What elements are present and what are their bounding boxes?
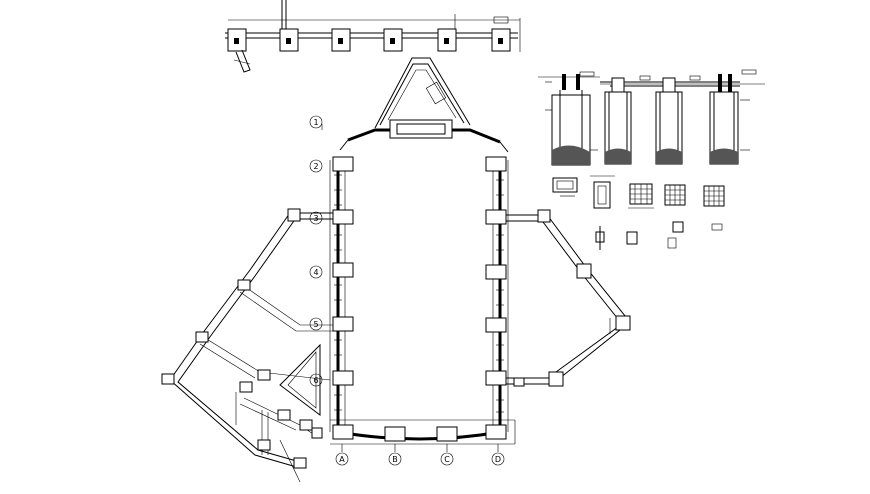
axis-label-1: 1	[313, 118, 318, 127]
left-wing-plan	[161, 208, 333, 483]
axis-label-b: B	[392, 455, 398, 464]
axis-label-4: 4	[313, 268, 318, 277]
main-hall-plan	[329, 57, 516, 445]
axis-label-c: C	[444, 455, 450, 464]
axis-label-2: 2	[313, 162, 318, 171]
pit-section-1	[545, 74, 598, 166]
pit-section-3	[655, 77, 683, 165]
axis-label-5: 5	[313, 320, 318, 329]
axis-bubble-col: A B C D	[335, 444, 505, 466]
axis-label-d: D	[495, 455, 501, 464]
right-wing-plan	[506, 209, 631, 387]
pit-section-4	[709, 74, 750, 165]
pit-section-2	[604, 77, 632, 165]
section-details	[538, 69, 765, 166]
reinforcement-details	[552, 175, 725, 250]
axis-label-a: A	[339, 455, 345, 464]
top-footing-row	[225, 0, 521, 73]
